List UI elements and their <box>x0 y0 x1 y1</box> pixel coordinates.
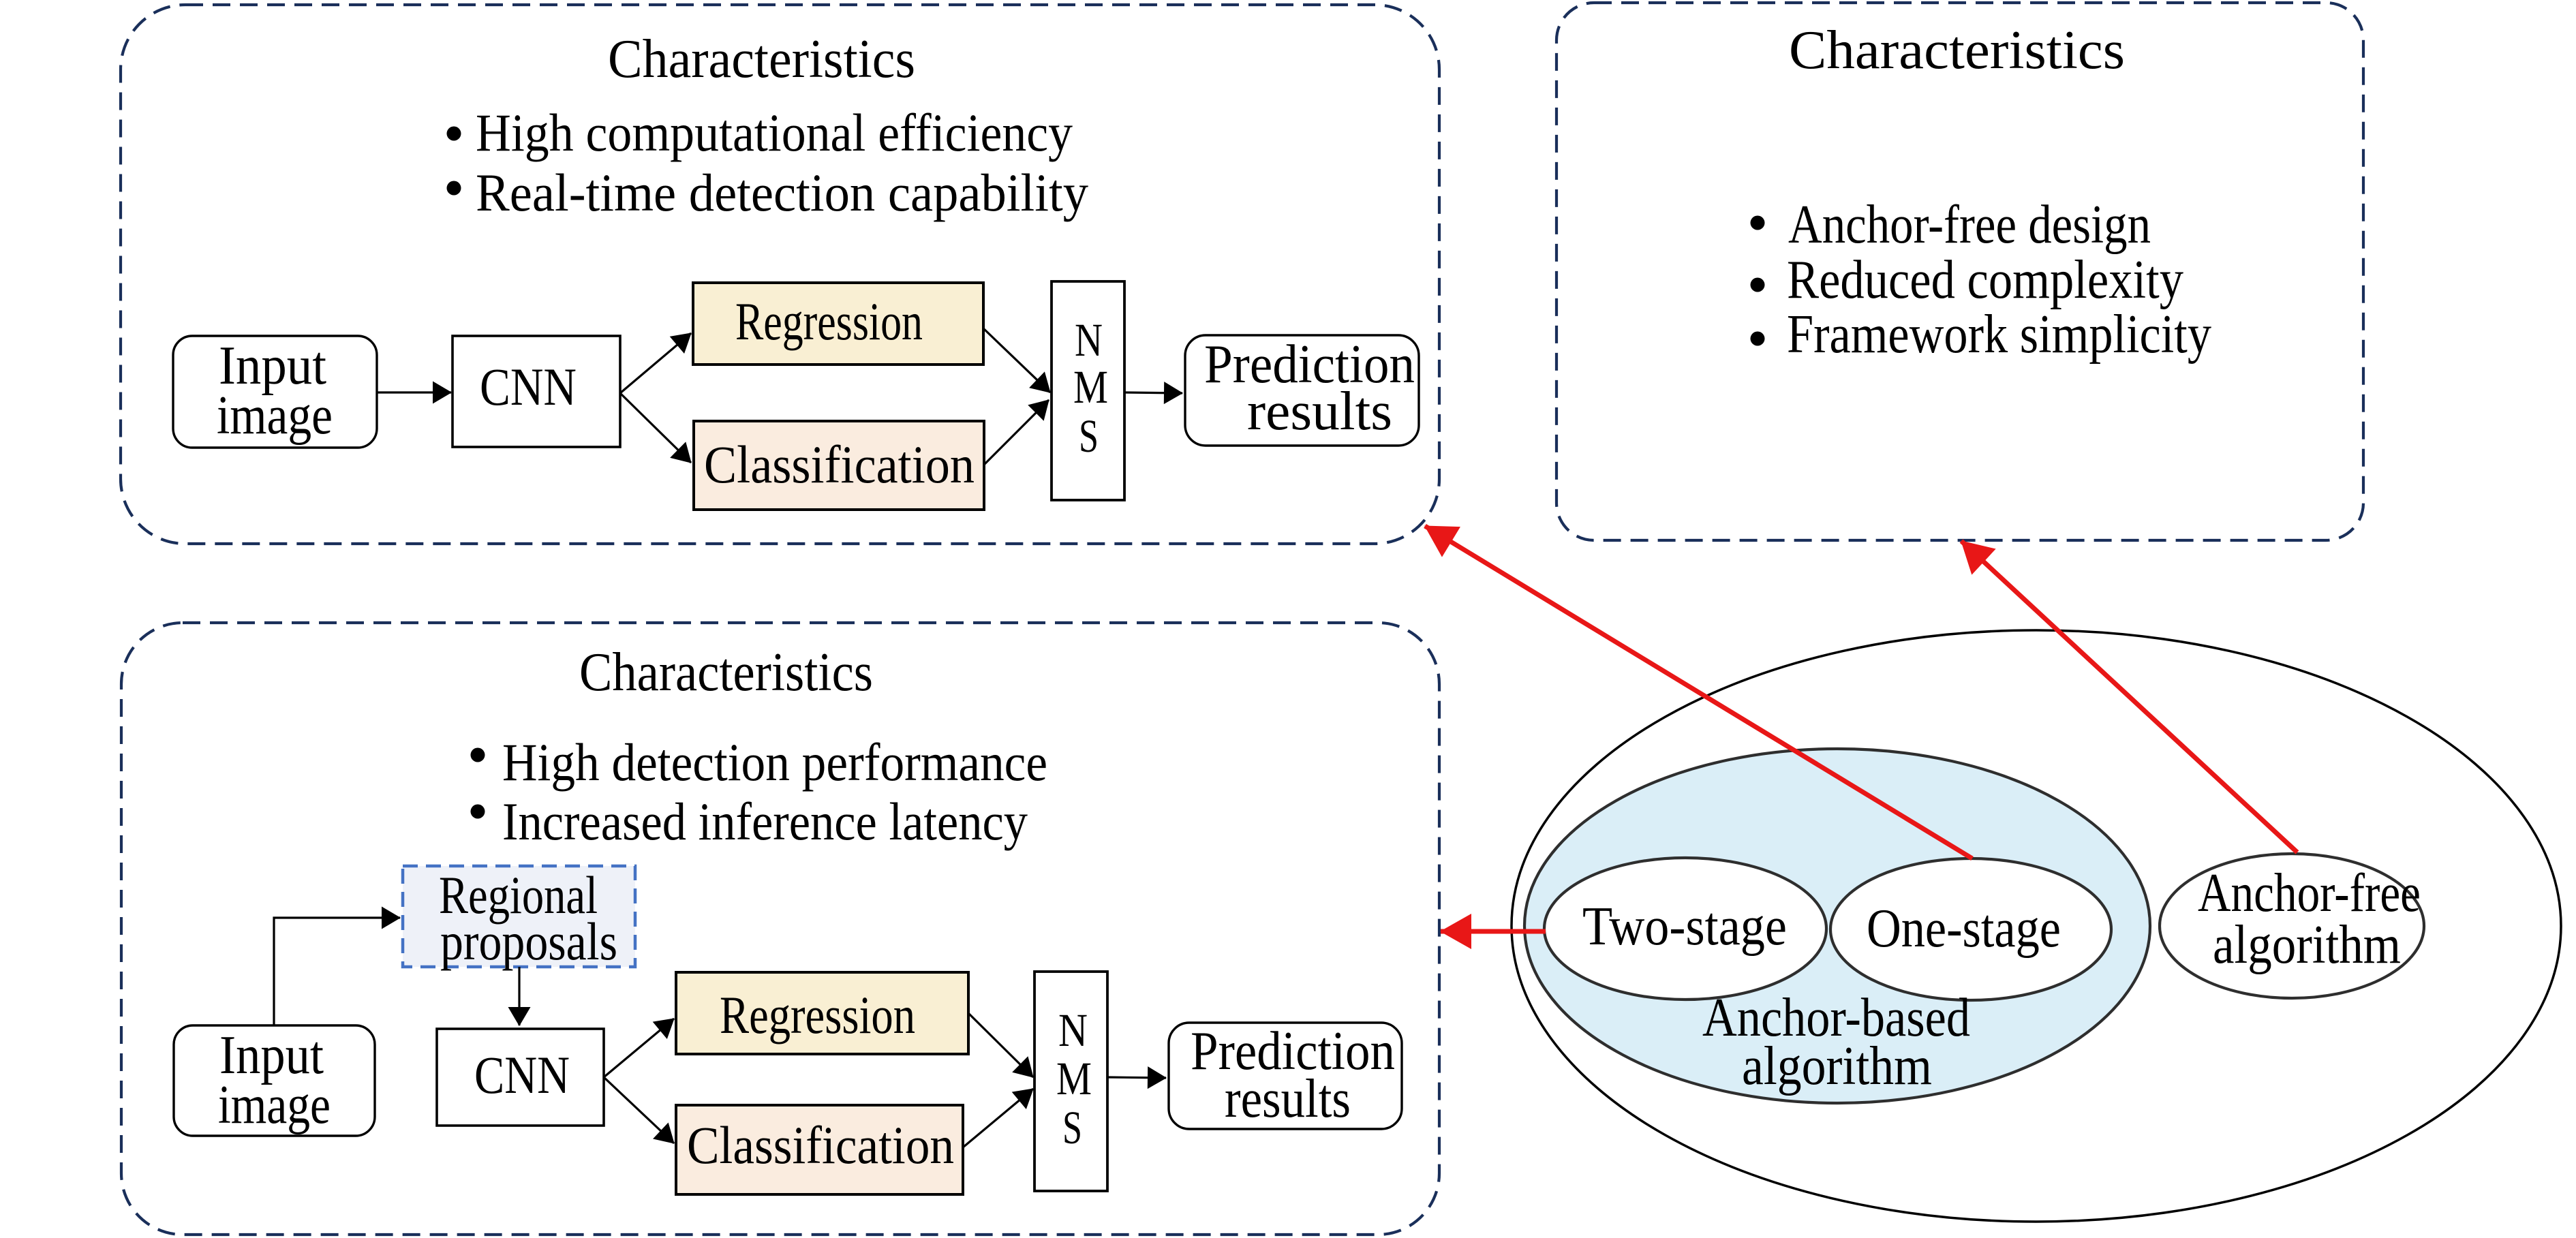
svg-text:image: image <box>217 386 333 446</box>
svg-text:proposals: proposals <box>440 912 617 971</box>
svg-text:Classification: Classification <box>704 435 975 494</box>
svg-text:Anchor-free: Anchor-free <box>2198 863 2421 923</box>
svg-text:CNN: CNN <box>474 1045 570 1104</box>
svg-text:Real-time detection capability: Real-time detection capability <box>476 163 1088 222</box>
svg-text:Regression: Regression <box>735 292 923 351</box>
svg-text:Regression: Regression <box>720 985 915 1044</box>
svg-text:Characteristics: Characteristics <box>608 28 915 89</box>
svg-text:Input: Input <box>219 336 326 396</box>
svg-text:High detection performance: High detection performance <box>502 732 1047 792</box>
svg-text:N: N <box>1058 1004 1088 1056</box>
svg-text:S: S <box>1062 1102 1082 1154</box>
svg-text:S: S <box>1079 410 1099 462</box>
svg-text:M: M <box>1056 1053 1092 1104</box>
svg-text:results: results <box>1225 1069 1351 1129</box>
svg-text:Prediction: Prediction <box>1191 1021 1395 1081</box>
svg-text:Anchor-free design: Anchor-free design <box>1788 195 2151 255</box>
svg-text:Two-stage: Two-stage <box>1582 897 1787 957</box>
svg-text:algorithm: algorithm <box>2213 915 2401 975</box>
svg-text:CNN: CNN <box>480 357 577 416</box>
svg-text:High computational efficiency: High computational efficiency <box>476 103 1073 162</box>
svg-text:One-stage: One-stage <box>1867 899 2061 959</box>
svg-text:Classification: Classification <box>687 1115 954 1175</box>
svg-text:algorithm: algorithm <box>1742 1036 1932 1096</box>
svg-text:Input: Input <box>219 1025 324 1085</box>
svg-text:M: M <box>1073 361 1108 413</box>
svg-text:Characteristics: Characteristics <box>1789 19 2125 80</box>
svg-text:N: N <box>1075 314 1103 366</box>
svg-text:Reduced complexity: Reduced complexity <box>1787 250 2183 310</box>
svg-text:Regional: Regional <box>439 865 598 925</box>
svg-text:Prediction: Prediction <box>1204 335 1415 394</box>
svg-text:Framework simplicity: Framework simplicity <box>1787 305 2211 365</box>
svg-text:Increased inference latency: Increased inference latency <box>502 792 1028 851</box>
svg-text:image: image <box>218 1075 331 1135</box>
svg-text:results: results <box>1247 382 1392 442</box>
svg-text:Characteristics: Characteristics <box>579 641 873 702</box>
svg-text:Anchor-based: Anchor-based <box>1702 988 1970 1048</box>
